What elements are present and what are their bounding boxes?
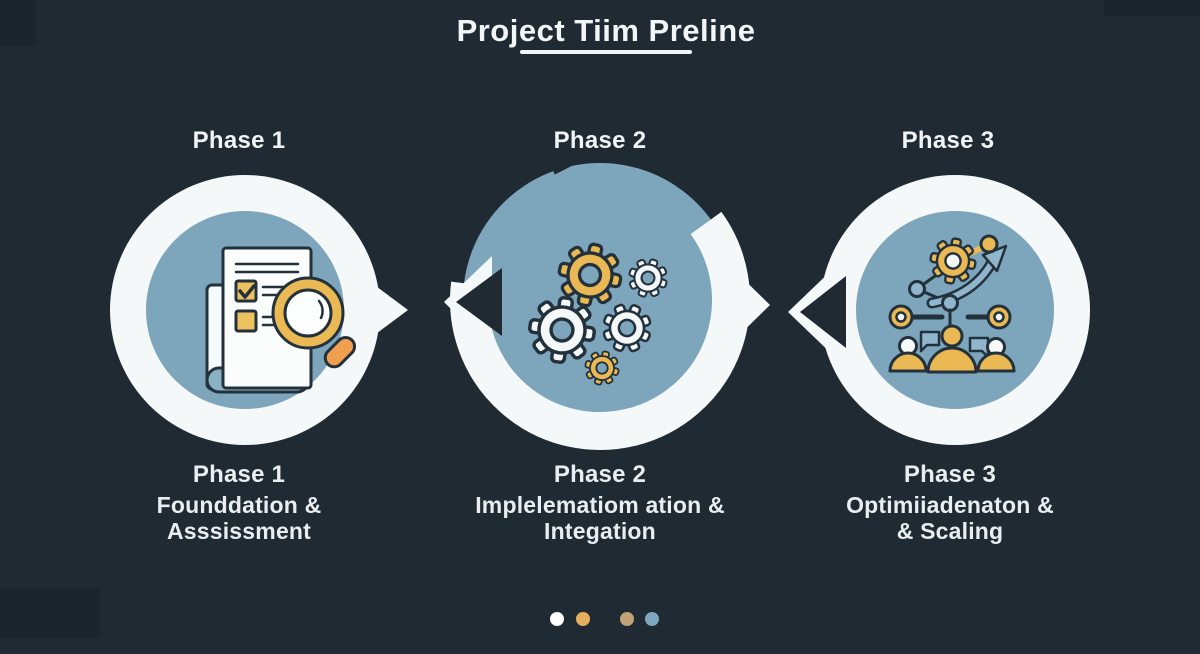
- page-title: Project Tiim Preline: [456, 13, 756, 48]
- phase-2-edge-notch: [548, 150, 584, 175]
- pagination-dot-1[interactable]: [550, 612, 564, 626]
- phase-3-caption: Phase 3 Optimiiadenaton & & Scaling: [785, 461, 1115, 544]
- pagination-dot-3[interactable]: [620, 612, 634, 626]
- phase-3-caption-title: Phase 3: [903, 461, 997, 488]
- phase-1-medallion: [110, 175, 408, 445]
- background-patch: [0, 0, 36, 46]
- pagination-dot-4[interactable]: [645, 612, 659, 626]
- document-checklist-magnifier-icon: [205, 246, 357, 394]
- phase-3-top-label: Phase 3: [901, 127, 995, 154]
- phase-2-arrowhead-notch: [456, 268, 502, 336]
- phase-2-caption-line: Integation: [544, 518, 656, 544]
- phase-2-medallion: [444, 150, 770, 450]
- people-icon: [888, 324, 1016, 374]
- title-underline: [520, 50, 692, 54]
- phase-2-caption: Phase 2 Implelematiom ation & Integation: [425, 461, 775, 544]
- team-analytics-growth-icon: [888, 233, 1016, 374]
- phase-3-medallion: [788, 175, 1090, 445]
- phase-1-top-label: Phase 1: [192, 127, 286, 154]
- phase-1-caption-line: Asssissment: [166, 518, 312, 544]
- background-patch: [1104, 0, 1200, 16]
- phase-1-caption-title: Phase 1: [192, 461, 286, 488]
- phase-2-cycle-ring: [450, 211, 750, 450]
- phase-3-arrowhead-notch: [800, 276, 846, 348]
- phase-2-edge-notch: [587, 150, 626, 163]
- phase-3-caption-line: & Scaling: [896, 518, 1004, 544]
- background-patch: [0, 588, 100, 638]
- pagination-dots: [550, 612, 670, 626]
- phase-2-caption-line: Implelematiom ation &: [475, 492, 725, 518]
- phase-1-caption-line: Founddation &: [156, 492, 322, 518]
- phase-3-caption-line: Optimiiadenaton &: [846, 492, 1054, 518]
- pagination-dot-2[interactable]: [576, 612, 590, 626]
- phase-1-caption: Phase 1 Founddation & Asssissment: [79, 461, 399, 544]
- phase-2-caption-title: Phase 2: [553, 461, 647, 488]
